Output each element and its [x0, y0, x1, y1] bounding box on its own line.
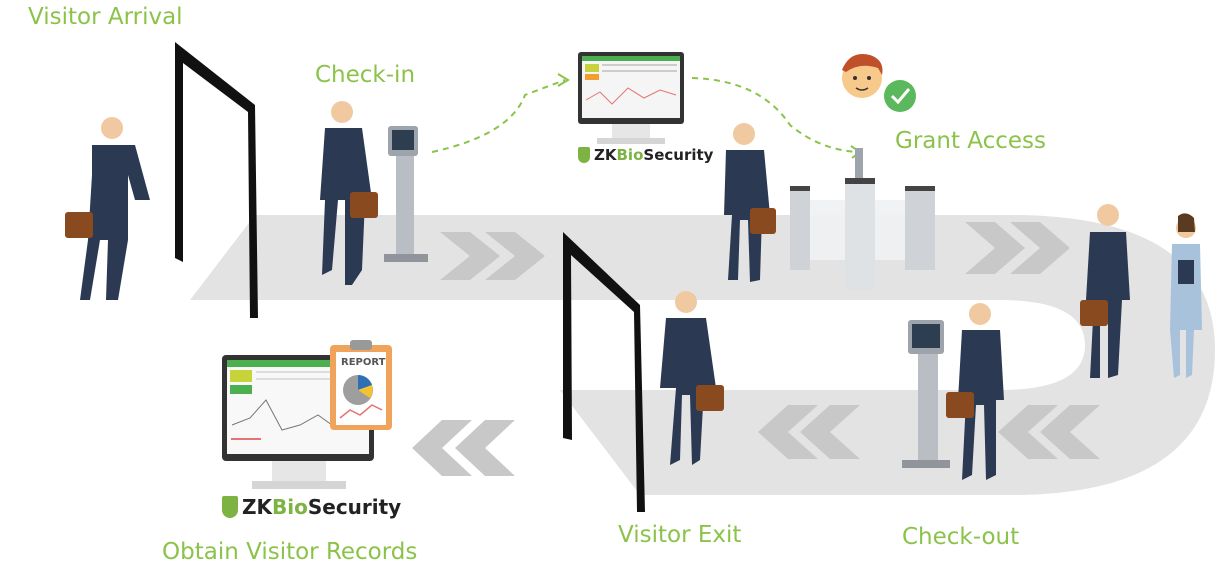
report-clipboard-icon — [330, 340, 392, 430]
chevrons-left-2 — [758, 405, 860, 459]
step-label-check-out: Check-out — [902, 524, 1020, 550]
dashed-arrow-to-server — [431, 79, 566, 153]
kiosk-icon — [384, 126, 428, 262]
exit-door — [563, 232, 645, 512]
shield-logo-icon — [578, 147, 590, 163]
step-label-visitor-arrival: Visitor Arrival — [28, 4, 183, 30]
zkbiosecurity-logo-top: ZKBioSecurity — [578, 146, 713, 164]
dashed-arrow-to-gate — [691, 77, 859, 153]
visitor-gate-person — [724, 123, 776, 282]
chevrons-left-3 — [412, 420, 515, 476]
step-label-obtain-records: Obtain Visitor Records — [162, 539, 418, 565]
zkbiosecurity-logo-bottom: ZKBioSecurity — [222, 495, 401, 519]
chevrons-right-1 — [440, 232, 545, 280]
visitor-checkout-person — [946, 303, 1004, 480]
step-label-check-in: Check-in — [315, 62, 416, 88]
visitor-exit-person — [660, 291, 724, 465]
host-woman-person — [1170, 213, 1202, 378]
kiosk-icon-checkout — [902, 320, 950, 468]
visitor-host-person — [1080, 204, 1130, 378]
face-check-icon — [842, 54, 916, 112]
shield-logo-icon — [222, 496, 238, 518]
chevrons-left-1 — [998, 405, 1100, 459]
chevrons-right-2 — [965, 222, 1070, 274]
turnstile-icon — [790, 148, 935, 290]
monitor-icon — [578, 52, 684, 144]
visitor-checkin-person — [320, 101, 378, 285]
report-title: REPORT — [341, 357, 386, 368]
step-label-visitor-exit: Visitor Exit — [618, 522, 742, 548]
visitor-arriving-person — [65, 117, 150, 300]
step-label-grant-access: Grant Access — [895, 128, 1047, 154]
